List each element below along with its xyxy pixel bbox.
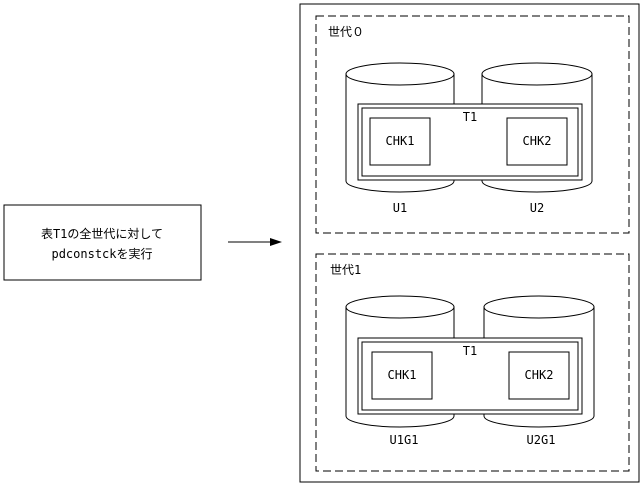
generation-0-panel: 世代０ T1 CHK1 CHK2 U1 U2: [315, 15, 630, 234]
table-label: T1: [463, 344, 477, 358]
generation-1-label: 世代1: [330, 263, 361, 277]
generation-1-panel: 世代1 T1 CHK1 CHK2 U1G1 U2G1: [315, 253, 630, 472]
table-label: T1: [463, 110, 477, 124]
arrow: [228, 238, 282, 246]
constraint-box-chk1: [371, 351, 433, 400]
storage-unit-label-u1g1: U1G1: [390, 433, 419, 447]
storage-unit-label-u2: U2: [530, 201, 544, 215]
storage-unit-label-u1: U1: [393, 201, 407, 215]
command-box: 表T1の全世代に対して pdconstckを実行: [3, 204, 202, 281]
command-line-1: 表T1の全世代に対して: [41, 226, 163, 241]
generation-1-frame: [315, 253, 630, 472]
constraint-label-chk1: CHK1: [388, 368, 417, 382]
constraint-label-chk1: CHK1: [386, 134, 415, 148]
command-box-frame: [3, 204, 202, 281]
constraint-box-chk2: [508, 351, 570, 400]
constraint-label-chk2: CHK2: [525, 368, 554, 382]
generation-0-frame: [315, 15, 630, 234]
command-line-2: pdconstckを実行: [51, 246, 152, 261]
generation-0-label: 世代０: [328, 25, 364, 39]
constraint-label-chk2: CHK2: [523, 134, 552, 148]
constraint-box-chk2: [506, 117, 568, 166]
arrow-head: [270, 238, 282, 246]
constraint-box-chk1: [369, 117, 431, 166]
storage-unit-label-u2g1: U2G1: [527, 433, 556, 447]
outer-frame: [299, 3, 640, 483]
